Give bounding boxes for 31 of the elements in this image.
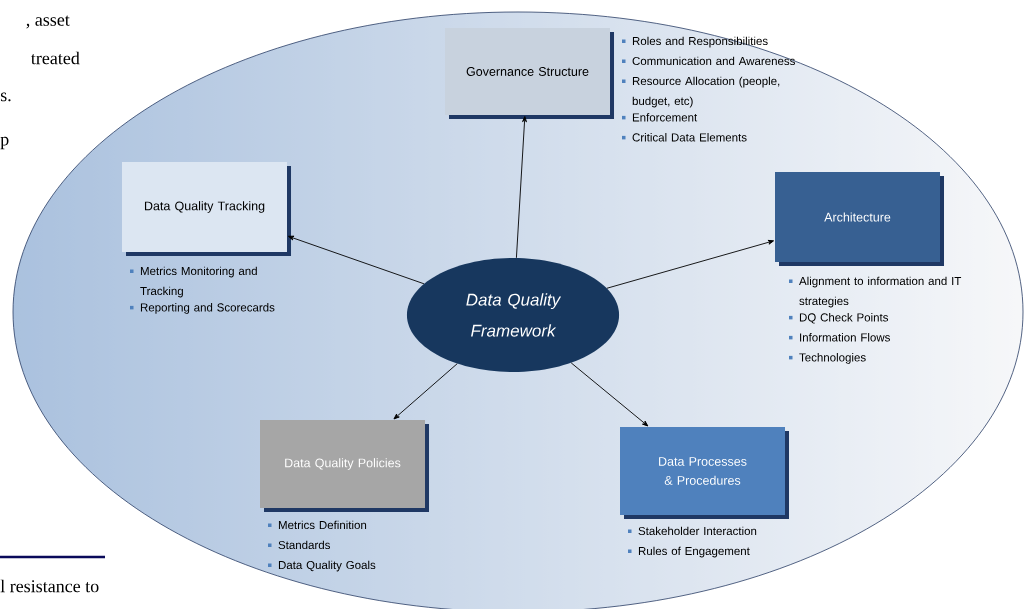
bullet-item: Critical Data Elements [622,133,747,142]
bullet-item: Stakeholder Interaction [628,526,757,536]
arrow [287,235,425,285]
bullet-item: Metrics Monitoring and Tracking [130,266,257,298]
bullet-item: Roles and Responsibilities [622,36,768,48]
bullet-item: Data Quality Goals [268,560,376,572]
bullet-item: Rules of Engagement [628,546,750,558]
text-fragment: treated [31,51,80,65]
text-fragment: p [0,136,9,150]
bullet-item: Standards [268,540,330,550]
bullet-item: Enforcement [622,113,698,122]
arrow [570,362,649,427]
process-box: Architecture [775,172,944,266]
process-box: Data Quality Policies [260,420,429,512]
text-fragment: l resistance to [0,579,99,593]
bullet-item: Resource Allocation (people, budget, etc) [622,76,780,108]
bullet-item: Reporting and Scorecards [130,303,275,314]
arrow [606,239,775,289]
bullet-item: Technologies [789,353,866,364]
bullet-item: Information Flows [789,333,890,342]
text-fragment: , asset [26,15,70,29]
process-box: Governance Structure [445,28,614,119]
bullet-item: Metrics Definition [268,520,367,530]
arrow [393,363,458,420]
bullet-item: Alignment to information and IT strategies [789,276,962,308]
process-box: Data Processes & Procedures [620,427,789,519]
bullet-item: Communication and Awareness [622,56,795,66]
bullet-item: DQ Check Points [789,313,889,324]
text-fragment: s. [0,92,11,102]
process-box: Data Quality Tracking [122,162,291,256]
arrow [515,116,527,259]
